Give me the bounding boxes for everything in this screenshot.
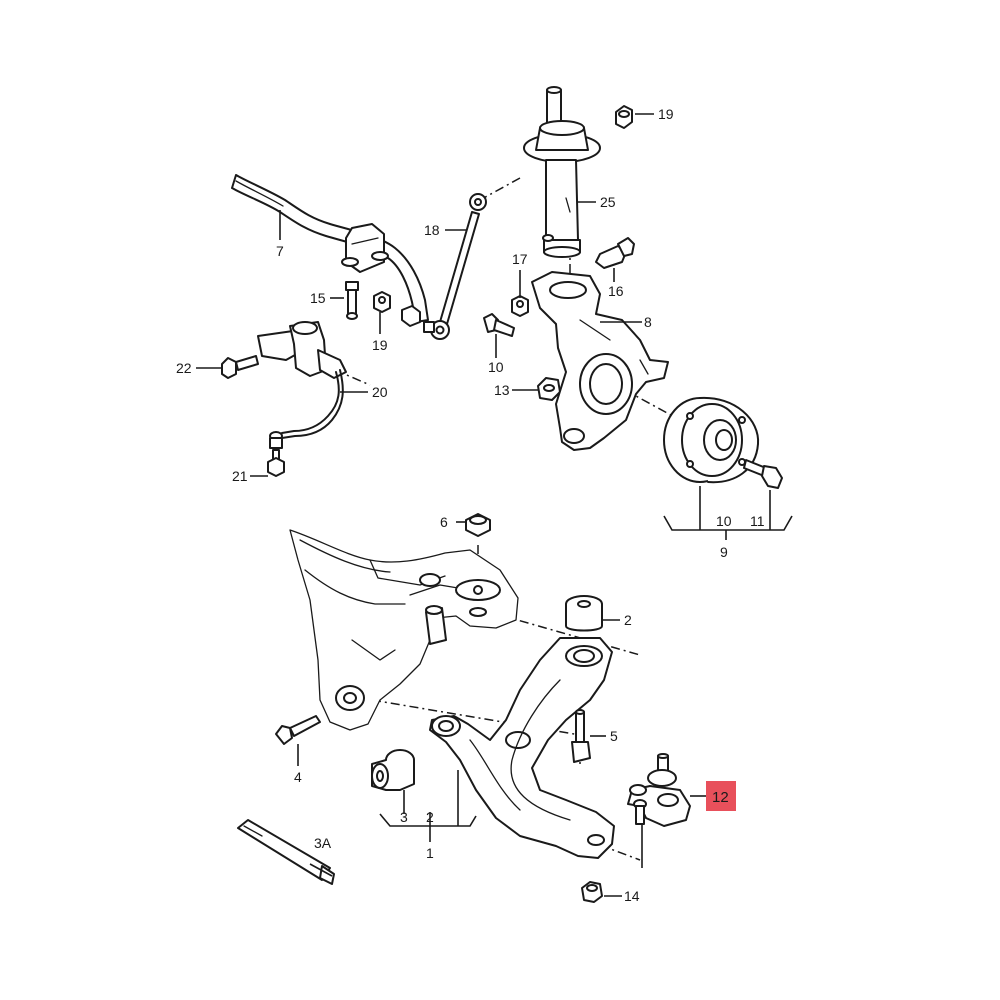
subframe — [289, 529, 519, 731]
label-21: 21 — [232, 468, 248, 484]
label-14: 14 — [624, 888, 640, 904]
label-22: 22 — [176, 360, 192, 376]
strut-clamp-bolt — [595, 237, 635, 269]
ball-joint — [627, 753, 691, 827]
label-10-bolt: 10 — [488, 359, 504, 375]
front-bushing — [371, 749, 415, 791]
label-12: 12 — [712, 789, 729, 806]
leader-lines — [196, 113, 793, 897]
coupling-rod — [423, 193, 487, 340]
label-4: 4 — [294, 769, 302, 785]
label-25: 25 — [600, 194, 616, 210]
label-10-hub: 10 — [716, 513, 732, 529]
strut-top-nut — [615, 105, 633, 129]
highlight-box — [706, 781, 736, 811]
knuckle-nut — [511, 295, 529, 317]
label-17: 17 — [512, 251, 528, 267]
subframe-bolt — [275, 715, 321, 745]
sensor-nut — [267, 449, 285, 477]
label-7: 7 — [276, 243, 284, 259]
label-11: 11 — [750, 513, 765, 529]
level-sensor — [257, 321, 347, 449]
label-19-side: 19 — [372, 337, 388, 353]
label-20: 20 — [372, 384, 388, 400]
arm-nut — [581, 881, 603, 903]
label-16: 16 — [608, 283, 624, 299]
label-13: 13 — [494, 382, 510, 398]
ball-joint-nut — [537, 377, 561, 401]
hub-bolt — [743, 459, 783, 489]
sensor-screw — [221, 355, 259, 379]
label-8: 8 — [644, 314, 652, 330]
label-6: 6 — [440, 514, 448, 530]
shock-strut — [523, 86, 601, 258]
label-9: 9 — [720, 544, 728, 560]
grease-tube — [237, 819, 335, 885]
wheel-hub — [663, 396, 760, 484]
label-3a: 3A — [314, 835, 332, 851]
arm-bolt — [571, 709, 591, 763]
label-19-top: 19 — [658, 106, 674, 122]
wheel-bearing-housing — [531, 271, 669, 451]
label-2-left: 2 — [426, 809, 434, 825]
stabilizer-nut — [373, 291, 421, 327]
label-2-right: 2 — [624, 612, 632, 628]
label-15: 15 — [310, 290, 326, 306]
label-5: 5 — [610, 728, 618, 744]
bracket-bolt — [345, 281, 359, 320]
knuckle-bolt — [483, 313, 515, 337]
label-3: 3 — [400, 809, 408, 825]
label-18: 18 — [424, 222, 440, 238]
control-arm — [429, 637, 615, 859]
part-labels: 19 25 18 7 17 16 15 19 8 10 13 22 20 21 … — [176, 106, 765, 904]
stabilizer-bar — [231, 174, 429, 323]
stabilizer-bushing-bracket — [341, 223, 389, 273]
subframe-nut — [465, 513, 491, 537]
rear-bushing — [565, 595, 603, 632]
label-1: 1 — [426, 845, 434, 861]
